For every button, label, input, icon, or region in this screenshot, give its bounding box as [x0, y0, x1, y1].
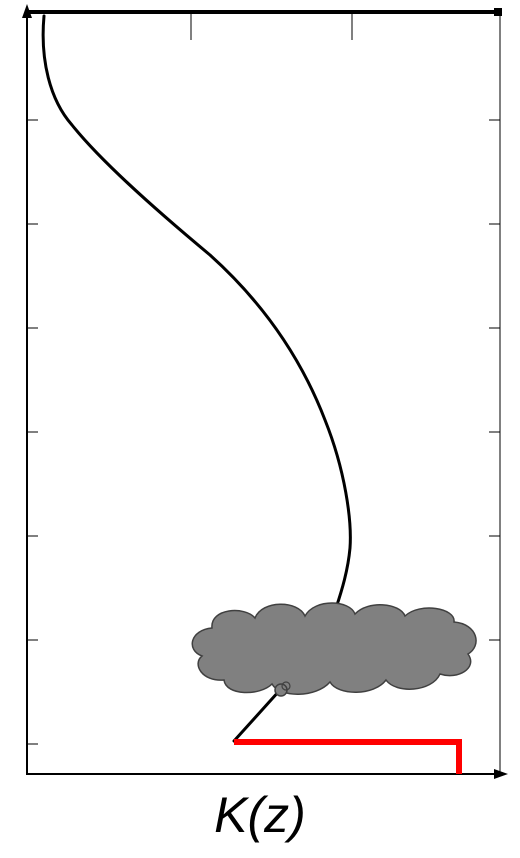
k-axis-arrow-icon [494, 769, 508, 779]
x-axis-label: K(z) [214, 787, 306, 843]
surface-step-line [234, 739, 462, 774]
left-ticks [27, 119, 38, 745]
cloud-shape [191, 602, 477, 695]
z-axis-arrow-icon [22, 4, 32, 18]
surface-layer-line [232, 688, 282, 743]
right-ticks [489, 119, 500, 641]
top-ticks [190, 12, 353, 40]
k-profile-curve [41, 14, 352, 610]
corner-marker [494, 8, 502, 16]
marker-circle-small [281, 681, 291, 691]
